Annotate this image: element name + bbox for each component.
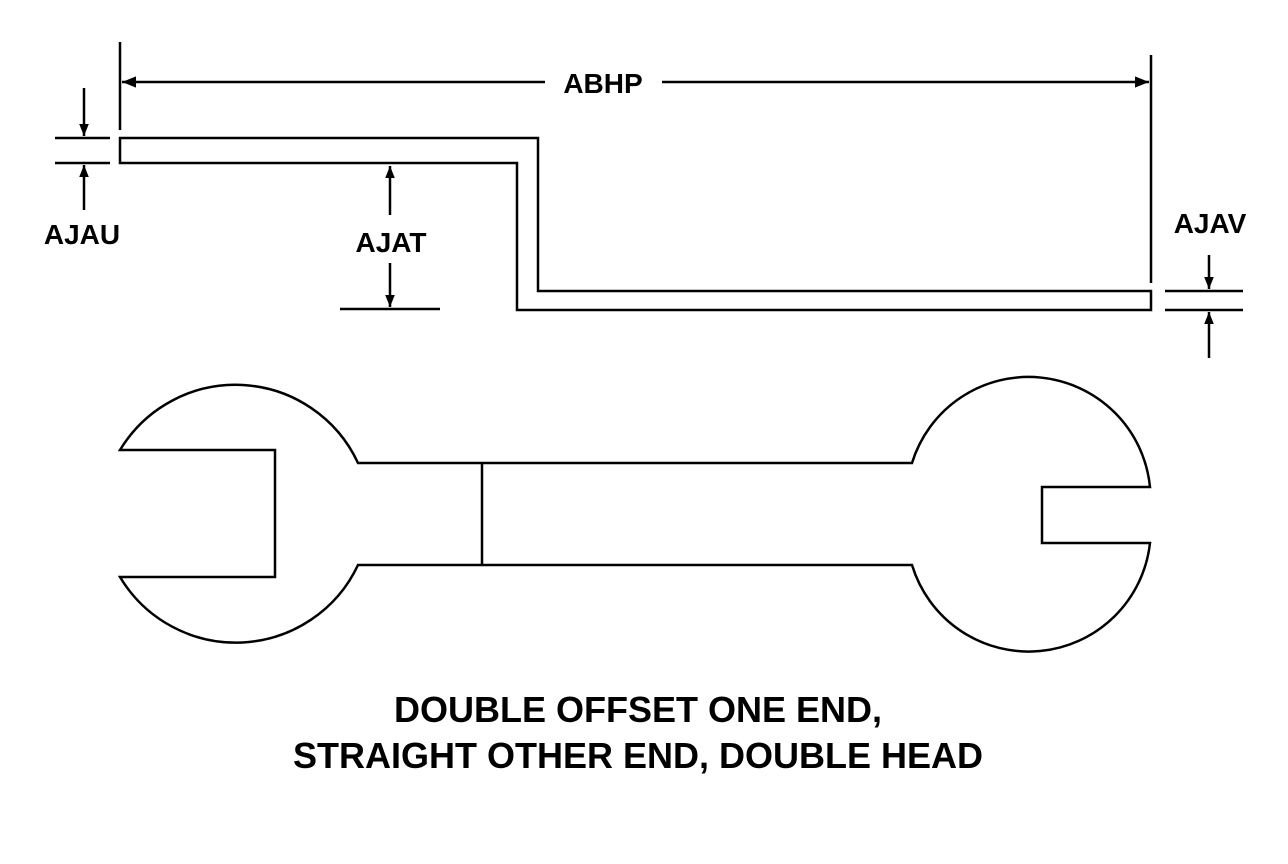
side-view-profile <box>118 136 1153 312</box>
caption-line-2: STRAIGHT OTHER END, DOUBLE HEAD <box>293 735 983 776</box>
dimension-label-ajau: AJAU <box>44 219 120 250</box>
dimension-ajat: AJAT <box>340 166 440 311</box>
dimension-ajav: AJAV <box>1165 208 1247 358</box>
wrench-top-view <box>117 375 1152 653</box>
dimension-label-ajav: AJAV <box>1174 208 1247 239</box>
dimension-label-ajat: AJAT <box>355 227 426 258</box>
dimension-abhp: ABHP <box>118 42 1153 283</box>
caption-line-1: DOUBLE OFFSET ONE END, <box>394 689 882 730</box>
dimension-label-abhp: ABHP <box>563 68 642 99</box>
dimension-ajau: AJAU <box>44 88 120 250</box>
